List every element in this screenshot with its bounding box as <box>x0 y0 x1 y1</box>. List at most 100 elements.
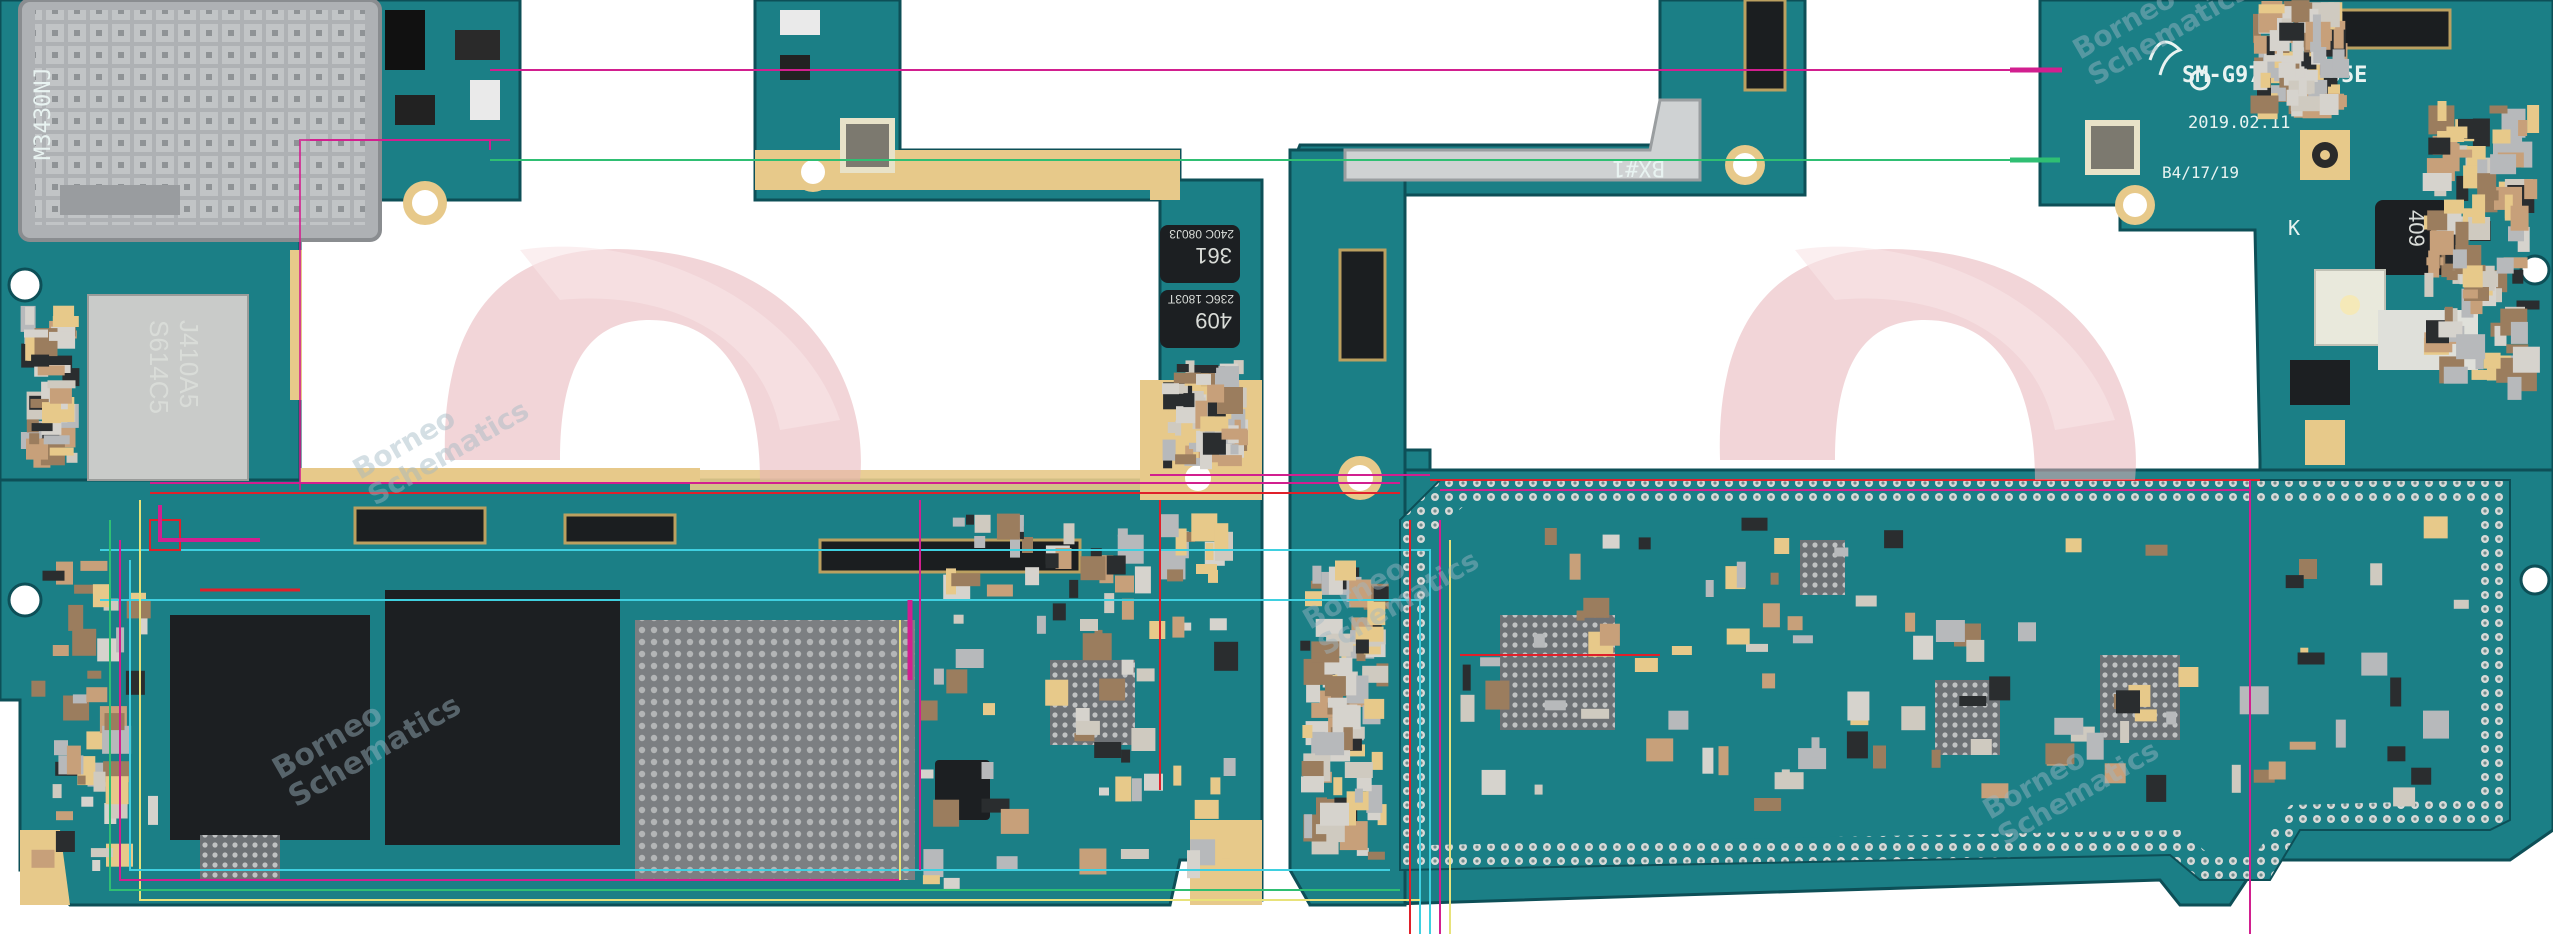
smd-component <box>1533 633 1545 648</box>
smd-component <box>105 776 129 805</box>
smd-component <box>2512 269 2524 284</box>
smd-component <box>1811 737 1820 758</box>
smd-component <box>1167 569 1184 582</box>
smd-component <box>933 799 960 827</box>
smd-component <box>1099 787 1109 796</box>
passive-components <box>1300 0 2540 860</box>
smd-component <box>1485 680 1510 710</box>
smd-component <box>2327 86 2339 96</box>
smd-component <box>1185 360 1195 378</box>
smd-component <box>2490 154 2517 175</box>
smd-component <box>104 713 125 731</box>
smd-component <box>2134 709 2157 722</box>
smd-component <box>1063 523 1075 545</box>
smd-component <box>24 329 48 338</box>
smd-component <box>1082 633 1112 661</box>
smd-component <box>1162 383 1179 395</box>
smd-component <box>1599 623 1620 646</box>
smd-component <box>1312 565 1322 584</box>
smd-component <box>1646 738 1674 762</box>
smd-component <box>2438 321 2463 338</box>
smd-component <box>72 694 87 704</box>
smd-component <box>2470 299 2483 315</box>
smd-component <box>37 365 65 376</box>
memory-chip <box>170 590 620 845</box>
smd-component <box>1120 849 1149 859</box>
smd-component <box>1576 610 1585 621</box>
smd-component <box>1544 528 1557 545</box>
revision-label: B4/17/19 <box>2162 163 2239 182</box>
smd-component <box>922 875 940 885</box>
smd-component <box>1602 534 1620 549</box>
smd-component <box>1094 742 1122 758</box>
smd-component <box>68 604 84 631</box>
smd-component <box>2278 62 2296 78</box>
smd-component <box>2120 721 2130 743</box>
chip-label: J410A5 <box>174 320 204 408</box>
smd-component <box>102 725 132 754</box>
smd-component <box>1191 513 1218 542</box>
smd-component <box>2266 67 2282 78</box>
smd-component <box>1668 710 1689 730</box>
smd-component <box>2427 210 2448 231</box>
smd-component <box>1959 696 1987 706</box>
smd-component <box>1726 628 1750 645</box>
smd-component <box>1134 566 1151 594</box>
smd-component <box>1460 694 1475 722</box>
smd-component <box>1770 572 1779 585</box>
board-connector <box>353 506 1082 574</box>
smd-component <box>2291 0 2310 23</box>
smd-component <box>2454 149 2473 158</box>
smd-component <box>2279 22 2305 41</box>
smd-component <box>2510 321 2528 344</box>
smd-component <box>1781 769 1790 787</box>
smd-component <box>2503 257 2528 269</box>
smd-component <box>2312 14 2321 44</box>
smd-component <box>1931 749 1941 768</box>
smd-component <box>2286 89 2299 106</box>
smd-component <box>946 669 968 694</box>
smd-component <box>2524 179 2538 200</box>
smd-component <box>1304 814 1313 839</box>
smd-component <box>1355 626 1384 642</box>
smd-component <box>1327 697 1347 708</box>
smd-component <box>2319 94 2339 115</box>
smd-component <box>47 380 76 389</box>
smd-component <box>1762 603 1780 628</box>
smd-component <box>1702 747 1714 774</box>
smd-component <box>81 796 94 807</box>
smd-component <box>1131 728 1156 751</box>
smd-component <box>2518 120 2528 136</box>
smd-component <box>2516 300 2540 310</box>
smd-component <box>1581 708 1610 719</box>
smd-component <box>1172 383 1188 394</box>
smd-component <box>92 860 101 871</box>
smd-component <box>2370 563 2383 586</box>
smd-component <box>983 703 995 716</box>
smd-component <box>66 452 78 463</box>
smd-component <box>2239 686 2269 715</box>
mounting-hole <box>7 267 43 618</box>
smd-component <box>1846 731 1868 759</box>
smd-component <box>2443 366 2468 384</box>
smd-component <box>2444 306 2453 336</box>
smd-component <box>49 387 72 404</box>
smd-component <box>42 830 56 856</box>
smd-component <box>1183 393 1195 408</box>
smd-component <box>2444 199 2464 214</box>
smd-component <box>52 316 79 327</box>
smd-component <box>2458 145 2468 154</box>
smd-component <box>1462 664 1471 691</box>
smd-component <box>953 614 964 624</box>
smd-component <box>2428 137 2451 155</box>
smd-component <box>2437 101 2447 121</box>
smd-component <box>2310 41 2322 52</box>
smd-component <box>1366 784 1383 813</box>
smd-component <box>1022 537 1033 553</box>
smd-component <box>1544 700 1566 711</box>
smd-component <box>2504 194 2513 221</box>
smd-component <box>2492 129 2511 144</box>
smd-component <box>1194 365 1219 373</box>
smd-component <box>2496 357 2518 383</box>
smd-component <box>1855 595 1877 607</box>
